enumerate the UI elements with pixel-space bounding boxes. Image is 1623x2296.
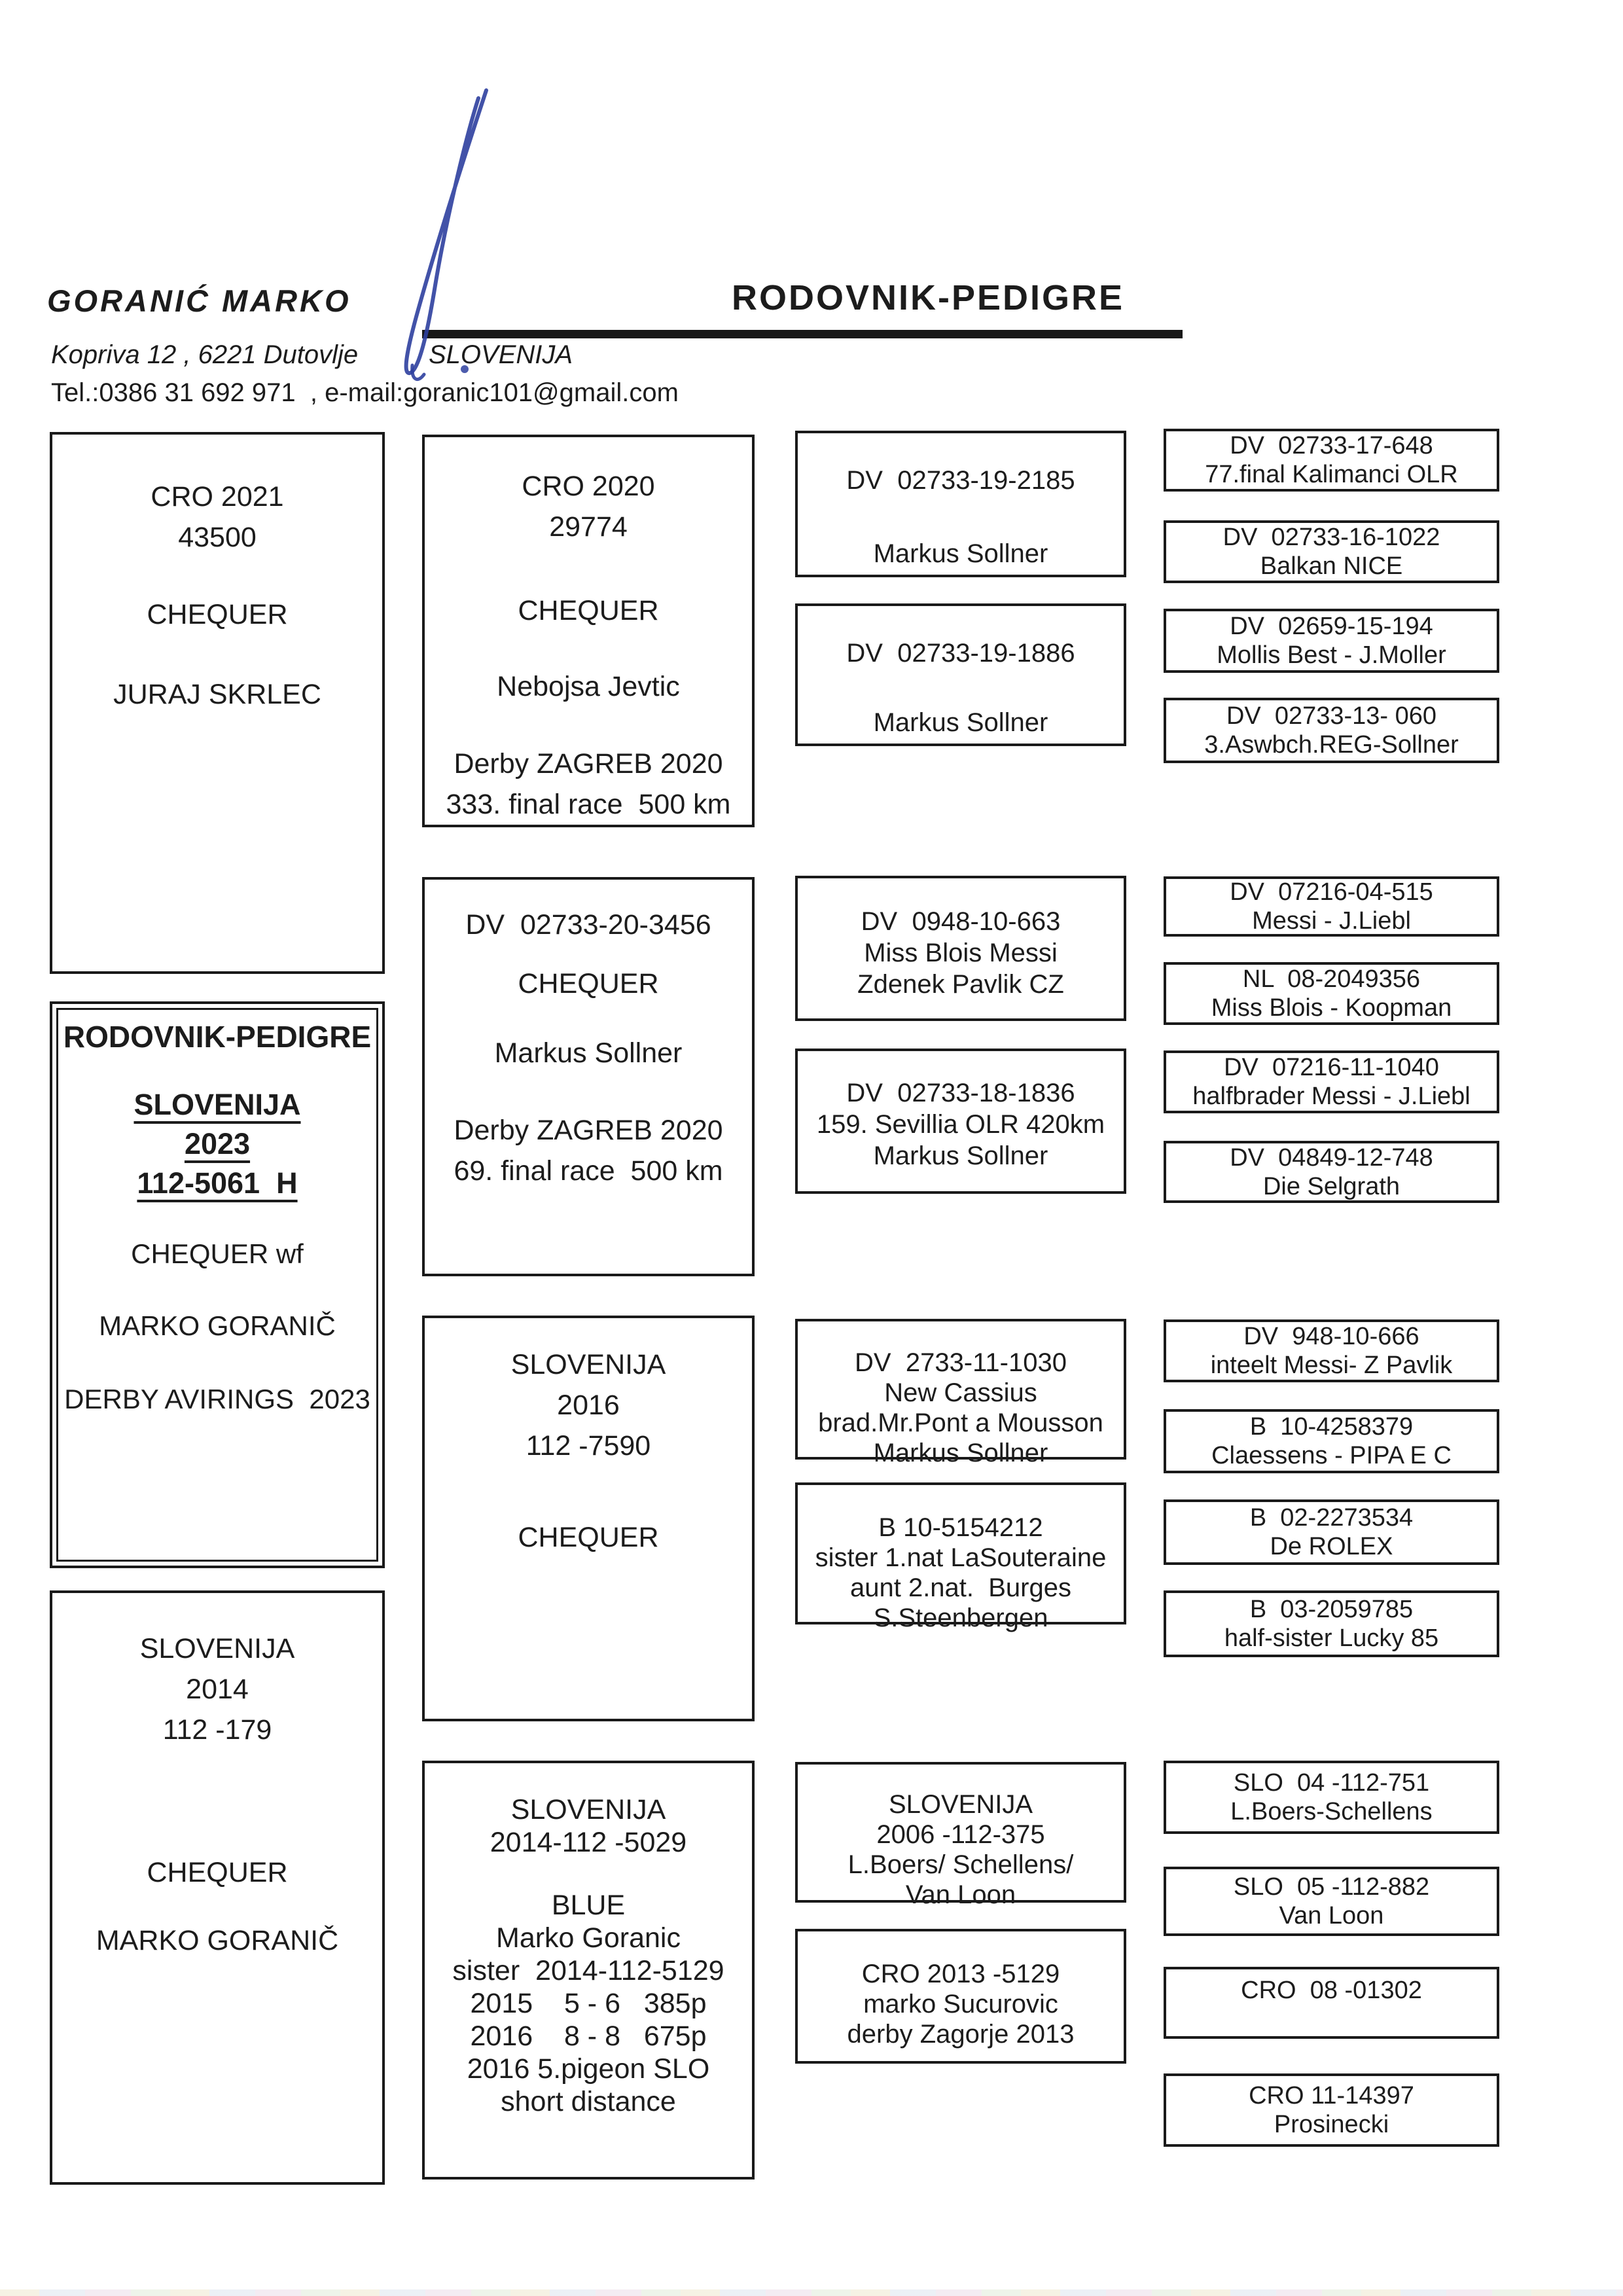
- scan-edge-artifact: [0, 2289, 1623, 2296]
- box-g4-8: DV 04849-12-748 Die Selgrath: [1164, 1141, 1499, 1203]
- box-grandmother-maternal: SLOVENIJA 2014-112 -5029 BLUE Marko Gora…: [422, 1761, 755, 2179]
- box-g4-7: DV 07216-11-1040 halfbrader Messi - J.Li…: [1164, 1050, 1499, 1113]
- box-ggp-2: DV 02733-19-1886 Markus Sollner: [795, 603, 1126, 746]
- box-g4-15: CRO 08 -01302: [1164, 1967, 1499, 2039]
- box-g4-14: SLO 05 -112-882 Van Loon: [1164, 1867, 1499, 1936]
- box-grandfather-paternal: CRO 2020 29774 CHEQUER Nebojsa Jevtic De…: [422, 435, 755, 827]
- title-underline: [422, 330, 1183, 338]
- box-ggp-7: SLOVENIJA 2006 -112-375 L.Boers/ Schelle…: [795, 1762, 1126, 1909]
- box-ggp-3: DV 0948-10-663 Miss Blois Messi Zdenek P…: [795, 876, 1126, 1021]
- signature: [404, 88, 488, 381]
- page-title: RODOVNIK-PEDIGRE: [732, 278, 1125, 317]
- box-g4-10: B 10-4258379 Claessens - PIPA E C: [1164, 1409, 1499, 1473]
- box-g4-16: CRO 11-14397 Prosinecki: [1164, 2073, 1499, 2147]
- box-g4-2: DV 02733-16-1022 Balkan NICE: [1164, 520, 1499, 583]
- box-g4-4: DV 02733-13- 060 3.Aswbch.REG-Sollner: [1164, 698, 1499, 763]
- box-subject-bird: RODOVNIK-PEDIGRE SLOVENIJA 2023 112-5061…: [50, 1001, 385, 1568]
- box-g4-11: B 02-2273534 De ROLEX: [1164, 1499, 1499, 1565]
- box-ggp-4: DV 02733-18-1836 159. Sevillia OLR 420km…: [795, 1049, 1126, 1194]
- box-g4-5: DV 07216-04-515 Messi - J.Liebl: [1164, 876, 1499, 937]
- box-g4-9: DV 948-10-666 inteelt Messi- Z Pavlik: [1164, 1319, 1499, 1382]
- box-grandmother-paternal: DV 02733-20-3456 CHEQUER Markus Sollner …: [422, 877, 755, 1276]
- box-father: CRO 2021 43500 CHEQUER JURAJ SKRLEC: [50, 432, 385, 974]
- owner-address: Kopriva 12 , 6221 Dutovlje: [51, 340, 359, 369]
- box-grandfather-maternal: SLOVENIJA 2016 112 -7590 CHEQUER: [422, 1316, 755, 1721]
- owner-name: GORANIĆ MARKO: [47, 283, 351, 318]
- owner-contact: Tel.:0386 31 692 971 , e-mail:goranic101…: [51, 378, 679, 407]
- box-ggp-8: CRO 2013 -5129 marko Sucurovic derby Zag…: [795, 1929, 1126, 2064]
- owner-country: SLOVENIJA: [429, 340, 573, 369]
- box-ggp-6: B 10-5154212 sister 1.nat LaSouteraine a…: [795, 1482, 1126, 1632]
- box-ggp-1: DV 02733-19-2185 Markus Sollner: [795, 431, 1126, 577]
- box-g4-6: NL 08-2049356 Miss Blois - Koopman: [1164, 962, 1499, 1025]
- box-g4-3: DV 02659-15-194 Mollis Best - J.Moller: [1164, 609, 1499, 673]
- box-g4-1: DV 02733-17-648 77.final Kalimanci OLR: [1164, 429, 1499, 492]
- box-g4-13: SLO 04 -112-751 L.Boers-Schellens: [1164, 1761, 1499, 1834]
- box-g4-12: B 03-2059785 half-sister Lucky 85: [1164, 1590, 1499, 1657]
- box-ggp-5: DV 2733-11-1030 New Cassius brad.Mr.Pont…: [795, 1319, 1126, 1467]
- box-mother: SLOVENIJA 2014 112 -179 CHEQUER MARKO GO…: [50, 1590, 385, 2185]
